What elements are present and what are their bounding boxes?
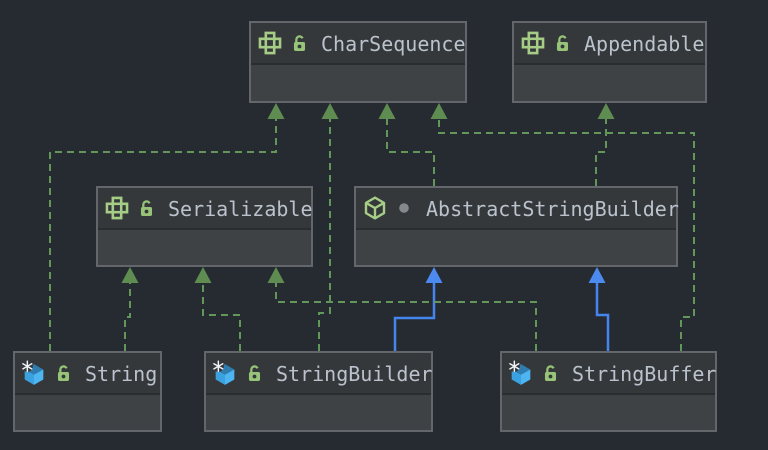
snowflake-icon	[509, 359, 520, 372]
lock-icon	[137, 197, 155, 219]
interface-icon	[258, 31, 282, 55]
arrowhead-StringBuilder-to-AbstractStringBuilder	[425, 267, 443, 283]
lock-icon	[54, 362, 72, 384]
lock-icon	[541, 362, 559, 384]
arrowhead-StringBuffer-to-CharSequence	[430, 103, 448, 119]
edge-extends-StringBuilder-to-AbstractStringBuilder[interactable]	[393, 283, 436, 351]
class-name-label: Appendable	[584, 31, 705, 56]
class-node-body	[356, 230, 676, 267]
arrowhead-StringBuilder-to-CharSequence	[321, 103, 339, 119]
arrowhead-AbstractStringBuilder-to-CharSequence	[378, 103, 396, 119]
edge-implements-AbstractStringBuilder-to-Appendable[interactable]	[595, 119, 607, 186]
arrowhead-StringBuilder-to-Serializable	[194, 267, 212, 283]
interface-icon	[105, 196, 129, 220]
snowflake-icon	[22, 359, 33, 372]
lock-icon	[290, 32, 308, 54]
class-name-label: String	[85, 361, 158, 386]
class-node-header: CharSequence	[251, 23, 466, 65]
arrowhead-String-to-Serializable	[121, 267, 139, 283]
edge-implements-StringBuffer-to-Serializable[interactable]	[275, 283, 537, 351]
final-class-icon	[509, 359, 533, 385]
class-node-body	[514, 65, 705, 102]
class-name-label: AbstractStringBuilder	[426, 196, 679, 221]
class-node-header: Serializable	[98, 188, 313, 230]
class-node-charsequence[interactable]: CharSequence	[249, 21, 467, 103]
class-node-body	[206, 395, 431, 432]
class-node-body	[251, 65, 465, 102]
edge-extends-StringBuffer-to-AbstractStringBuilder[interactable]	[595, 283, 610, 351]
lock-icon	[245, 362, 263, 384]
class-node-body	[15, 395, 160, 432]
class-node-body	[98, 230, 311, 267]
arrowhead-String-to-CharSequence	[267, 103, 285, 119]
class-node-header: StringBuilder	[206, 353, 433, 395]
abstract-class-icon	[363, 196, 387, 220]
edge-implements-StringBuilder-to-CharSequence[interactable]	[318, 119, 331, 351]
class-node-body	[502, 395, 715, 432]
package-private-visibility-icon	[395, 197, 413, 219]
class-node-serializable[interactable]: Serializable	[96, 186, 313, 267]
edge-implements-String-to-CharSequence[interactable]	[49, 119, 277, 351]
edge-implements-String-to-Serializable[interactable]	[124, 283, 131, 351]
class-name-label: CharSequence	[321, 31, 466, 56]
class-node-stringbuffer[interactable]: StringBuffer	[500, 351, 717, 432]
arrowhead-StringBuffer-to-AbstractStringBuilder	[588, 267, 606, 283]
class-name-label: StringBuilder	[276, 361, 433, 386]
edge-implements-StringBuilder-to-Serializable[interactable]	[202, 283, 241, 351]
class-node-abstractstringbuilder[interactable]: AbstractStringBuilder	[354, 186, 679, 267]
arrowhead-StringBuffer-to-Serializable	[267, 267, 285, 283]
snowflake-icon	[213, 359, 224, 372]
lock-icon	[553, 32, 571, 54]
class-node-stringbuilder[interactable]: StringBuilder	[204, 351, 433, 432]
class-name-label: Serializable	[168, 196, 313, 221]
edge-implements-AbstractStringBuilder-to-CharSequence[interactable]	[386, 119, 435, 186]
class-node-header: StringBuffer	[502, 353, 717, 395]
class-node-string[interactable]: String	[13, 351, 162, 432]
class-node-header: AbstractStringBuilder	[356, 188, 679, 230]
class-node-appendable[interactable]: Appendable	[512, 21, 707, 103]
final-class-icon	[213, 359, 237, 385]
class-node-header: String	[15, 353, 160, 395]
class-node-header: Appendable	[514, 23, 705, 65]
final-class-icon	[22, 359, 46, 385]
edge-implements-StringBuffer-to-CharSequence[interactable]	[438, 119, 695, 351]
class-name-label: StringBuffer	[572, 361, 717, 386]
interface-icon	[521, 31, 545, 55]
arrowhead-AbstractStringBuilder-to-Appendable	[597, 103, 615, 119]
